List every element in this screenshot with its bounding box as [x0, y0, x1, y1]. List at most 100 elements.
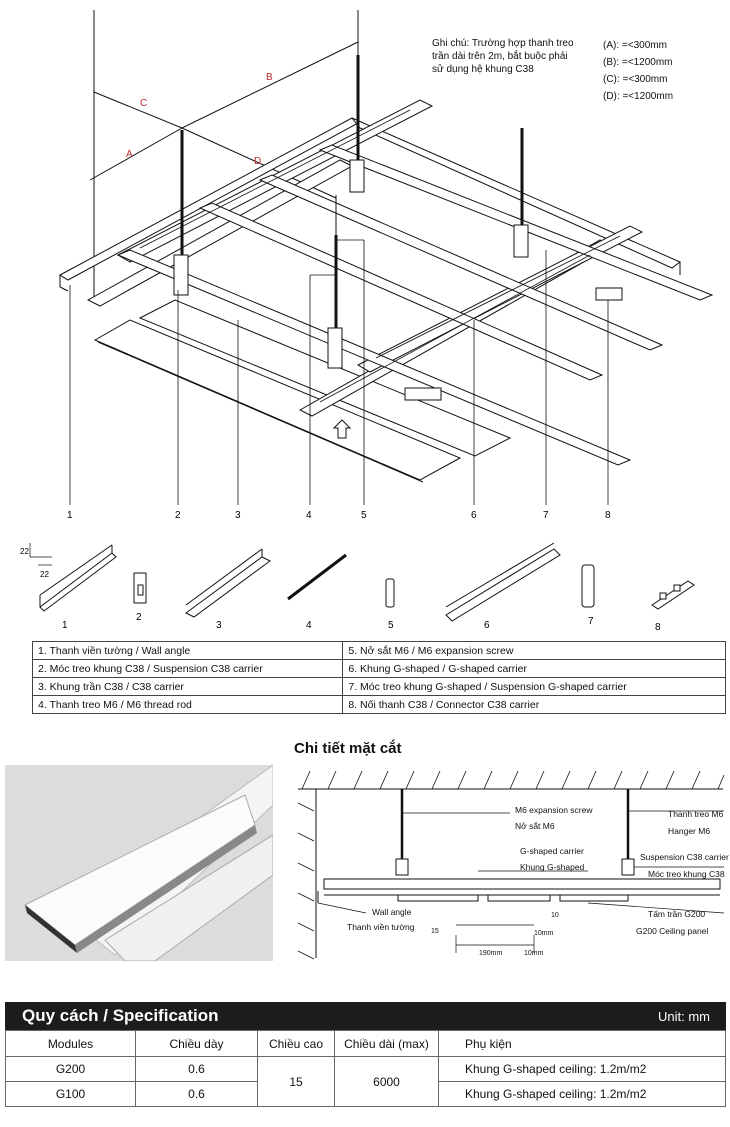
legend-cell: 7. Móc treo khung G-shaped / Suspension …: [342, 677, 726, 696]
spec-col-header: Phụ kiện: [438, 1030, 726, 1057]
label-hanger-en: Hanger M6: [668, 826, 711, 836]
ceiling-panel: [93, 319, 462, 481]
note-line-1: Ghi chú: Trường hợp thanh treo: [432, 38, 574, 49]
callout-6: 6: [471, 510, 477, 521]
label-hanger-vi: Thanh treo M6: [668, 809, 724, 819]
dim-10: 10: [551, 912, 559, 919]
callout-1: 1: [67, 510, 73, 521]
spec-module: G200: [5, 1056, 136, 1082]
c38-carrier: [86, 159, 354, 307]
part-label-4: 4: [306, 620, 312, 631]
spec-col-header: Chiều cao: [257, 1030, 335, 1057]
spec-header-bar: Quy cách / Specification Unit: mm: [5, 1002, 726, 1030]
arrow-up-icon: [332, 419, 352, 439]
part-label-6: 6: [484, 620, 490, 631]
callout-7: 7: [543, 510, 549, 521]
part-c38-carrier: [185, 556, 271, 618]
spec-accessory: Khung G-shaped ceiling: 1.2m/m2: [438, 1081, 726, 1107]
label-m6-screw-en: M6 expansion screw: [515, 805, 593, 815]
part-expansion-screw: [385, 578, 395, 608]
legend-cell: 3. Khung trần C38 / C38 carrier: [31, 677, 344, 696]
parts-legend-table: 1. Thanh viền tường / Wall angle 5. Nở s…: [31, 641, 726, 714]
section-detail-diagram: [297, 770, 725, 960]
dimension-letter-a: A: [126, 149, 133, 160]
dimension-letter-c: C: [140, 98, 147, 109]
suspension-clip: [173, 254, 189, 296]
installation-diagram: A C B D 1 2 3 4 5 6 7 8: [59, 10, 714, 521]
panel-photo: [5, 765, 273, 961]
part1-dim-vertical: 22: [20, 547, 29, 556]
dimension-limit-b: (B): =<1200mm: [603, 57, 673, 68]
dimension-limit-c: (C): =<300mm: [603, 74, 668, 85]
dimension-line-a: [89, 127, 183, 181]
label-gcarrier-en: G-shaped carrier: [520, 846, 584, 856]
legend-cell: 5. Nở sắt M6 / M6 expansion screw: [342, 641, 726, 660]
dimension-letter-d: D: [254, 156, 261, 167]
part1-dim-horizontal: 22: [40, 570, 49, 579]
label-panel-en: G200 Ceiling panel: [636, 926, 709, 936]
spec-col-header: Modules: [5, 1030, 136, 1057]
section-title: Chi tiết mặt cắt: [294, 740, 402, 757]
spec-col-header: Chiều dày: [135, 1030, 258, 1057]
dim-190mm: 190mm: [479, 950, 503, 957]
callout-5: 5: [361, 510, 367, 521]
dim-10mm-bottom: 10mm: [524, 950, 544, 957]
label-wall-en: Wall angle: [372, 907, 412, 917]
part-label-5: 5: [388, 620, 394, 631]
part-thread-rod: [287, 553, 347, 601]
spec-length: 6000: [334, 1056, 439, 1107]
callout-4: 4: [306, 510, 312, 521]
spec-thickness: 0.6: [135, 1056, 258, 1082]
part-label-8: 8: [655, 622, 661, 633]
part-label-1: 1: [62, 620, 68, 631]
legend-cell: 8. Nối thanh C38 / Connector C38 carrier: [342, 695, 726, 714]
dimension-line-c: [93, 91, 183, 129]
label-wall-vi: Thanh viền tường: [347, 922, 415, 932]
spec-col-header: Chiều dài (max): [334, 1030, 439, 1057]
parts-row: 22 22 1 2 3 4 5 6 7 8: [20, 542, 695, 633]
spec-title: Quy cách / Specification: [22, 1006, 219, 1025]
callout-3: 3: [235, 510, 241, 521]
spec-row: G200 0.6 15 6000 Khung G-shaped ceiling:…: [5, 1056, 726, 1107]
dim-10mm-top: 10mm: [534, 930, 554, 937]
dimension-line-b: [181, 41, 359, 129]
legend-cell: 1. Thanh viền tường / Wall angle: [31, 641, 344, 660]
spec-height: 15: [257, 1056, 335, 1107]
part-label-3: 3: [216, 620, 222, 631]
part-g-shaped-carrier: [445, 548, 561, 622]
legend-row: 3. Khung trần C38 / C38 carrier 7. Móc t…: [31, 677, 726, 696]
spec-module: G100: [5, 1081, 136, 1107]
callout-8: 8: [605, 510, 611, 521]
legend-cell: 4. Thanh treo M6 / M6 thread rod: [31, 695, 344, 714]
note-line-3: sử dụng hệ khung C38: [432, 64, 534, 75]
legend-cell: 2. Móc treo khung C38 / Suspension C38 c…: [31, 659, 344, 678]
spec-row: G100 0.6 Khung G-shaped ceiling: 1.2m/m2: [5, 1081, 726, 1107]
legend-row: 1. Thanh viền tường / Wall angle 5. Nở s…: [31, 641, 726, 660]
spec-unit: Unit: mm: [658, 1009, 710, 1024]
dimension-limit-d: (D): =<1200mm: [603, 91, 674, 102]
dim-15: 15: [431, 928, 439, 935]
installation-note: Ghi chú: Trường hợp thanh treo trần dài …: [432, 37, 574, 76]
dimension-limit-a: (A): =<300mm: [603, 40, 667, 51]
label-gcarrier-vi: Khung G-shaped: [520, 862, 585, 872]
legend-row: 2. Móc treo khung C38 / Suspension C38 c…: [31, 659, 726, 678]
label-panel-vi: Tấm trần G200: [648, 909, 706, 919]
g-shaped-carrier: [116, 249, 632, 466]
legend-row: 4. Thanh treo M6 / M6 thread rod 8. Nối …: [31, 695, 726, 714]
part-label-2: 2: [136, 612, 142, 623]
dimension-limits: (A): =<300mm (B): =<1200mm (C): =<300mm …: [603, 37, 673, 105]
label-suspension-vi: Móc treo khung C38: [648, 869, 725, 879]
spec-header-row: Modules Chiều dày Chiều cao Chiều dài (m…: [5, 1030, 726, 1057]
label-suspension-en: Suspension C38 carrier: [640, 852, 729, 862]
connector: [595, 287, 623, 301]
spec-thickness: 0.6: [135, 1081, 258, 1107]
note-line-2: trần dài trên 2m, bắt buộc phải: [432, 51, 568, 62]
part-g-suspension-clip: [581, 564, 595, 608]
part-connector: [651, 580, 695, 610]
part-wall-angle: [39, 552, 117, 612]
g-shaped-carrier-section: [323, 878, 721, 890]
legend-cell: 6. Khung G-shaped / G-shaped carrier: [342, 659, 726, 678]
label-m6-screw-vi: Nở sắt M6: [515, 821, 555, 831]
dimension-letter-b: B: [266, 72, 273, 83]
spec-accessory: Khung G-shaped ceiling: 1.2m/m2: [438, 1056, 726, 1082]
